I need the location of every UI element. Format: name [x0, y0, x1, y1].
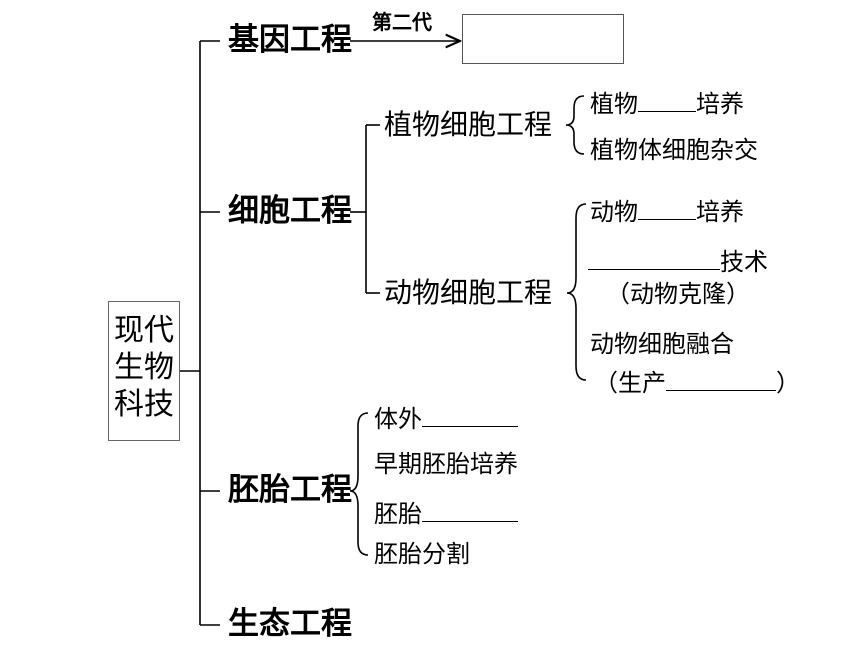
plant-brace	[565, 95, 585, 155]
animal-item1-blank	[638, 197, 696, 220]
embryo-item-in-vitro: 体外	[374, 404, 518, 431]
animal-brace	[566, 203, 587, 381]
animal-item2-blank	[588, 247, 720, 270]
embryo-item-transfer: 胚胎	[374, 499, 518, 526]
embryo-item1-prefix: 体外	[374, 405, 422, 433]
embryo-item1-blank	[422, 404, 518, 427]
root-node-box	[108, 301, 180, 441]
plant-item1-blank	[638, 89, 696, 112]
animal-item3-note: （生产 ）	[594, 368, 800, 395]
embryo-engineering-label: 胚胎工程	[228, 472, 352, 508]
plant-cell-engineering-label: 植物细胞工程	[384, 108, 553, 141]
plant-item1-suffix: 培养	[696, 90, 744, 118]
animal-item3-note-suffix: ）	[776, 369, 800, 397]
animal-item1-prefix: 动物	[590, 198, 638, 226]
embryo-item-early-culture: 早期胚胎培养	[374, 450, 518, 478]
embryo-item3-blank	[422, 499, 518, 522]
gene-engineering-label: 基因工程	[228, 22, 352, 58]
animal-item2-note: （动物克隆）	[606, 280, 750, 308]
animal-item-nuclear-transfer: 技术	[588, 247, 768, 274]
animal-cell-engineering-label: 动物细胞工程	[384, 276, 553, 309]
animal-item2-suffix: 技术	[720, 248, 768, 276]
animal-item-cell-fusion: 动物细胞融合	[590, 330, 734, 358]
animal-item-cell-culture: 动物 培养	[590, 197, 744, 224]
plant-item1-prefix: 植物	[590, 90, 638, 118]
animal-item3-note-prefix: （生产	[594, 369, 666, 397]
root-node-label: 现代生物科技	[114, 313, 174, 422]
gene-arrow-label: 第二代	[372, 10, 432, 34]
eco-engineering-label: 生态工程	[228, 606, 352, 642]
embryo-item-splitting: 胚胎分割	[374, 540, 470, 568]
gene-answer-box	[462, 14, 624, 64]
plant-item-tissue-culture: 植物 培养	[590, 89, 744, 116]
cell-engineering-label: 细胞工程	[228, 193, 352, 229]
animal-item3-blank	[666, 368, 776, 391]
embryo-brace	[349, 412, 369, 556]
plant-item-somatic-hybrid: 植物体细胞杂交	[590, 136, 758, 164]
embryo-item3-prefix: 胚胎	[374, 500, 422, 528]
animal-item1-suffix: 培养	[696, 198, 744, 226]
